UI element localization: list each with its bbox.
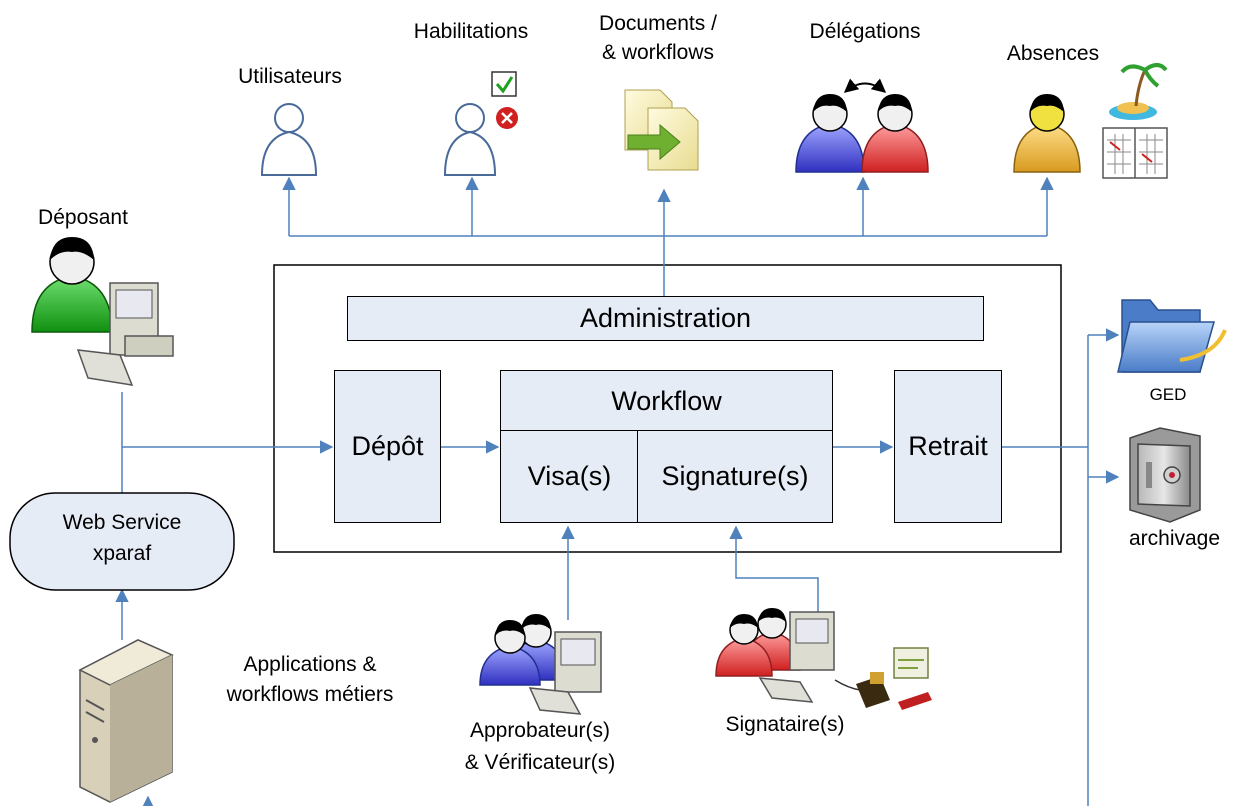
folder-icon xyxy=(1117,299,1227,373)
signatures-label: Signature(s) xyxy=(661,461,809,491)
label-approbateur-line2: & Vérificateur(s) xyxy=(464,751,616,774)
visas-label: Visa(s) xyxy=(527,461,612,491)
label-utilisateurs: Utilisateurs xyxy=(238,65,342,88)
documents-icon xyxy=(624,89,699,171)
administration-label: Administration xyxy=(579,303,752,333)
label-documents-line1: Documents / xyxy=(599,12,717,35)
label-absences: Absences xyxy=(1006,42,1100,65)
label-signataire: Signataire(s) xyxy=(725,713,845,736)
absence-icon xyxy=(1013,63,1168,179)
safe-icon xyxy=(1129,427,1201,523)
user-outline-icon xyxy=(260,103,318,176)
visas-box: Visa(s) xyxy=(500,430,639,523)
label-delegations: Délégations xyxy=(809,20,921,43)
signer-computer-icon xyxy=(715,608,932,710)
signatures-box: Signature(s) xyxy=(637,430,833,523)
workflow-box: Workflow xyxy=(500,370,833,432)
web-service-line1: Web Service xyxy=(62,511,182,534)
permission-user-icon xyxy=(443,71,518,176)
label-archivage: archivage xyxy=(1128,527,1221,550)
depositor-computer-icon xyxy=(31,237,174,386)
label-applications-line1: Applications & xyxy=(243,653,377,676)
depot-label: Dépôt xyxy=(351,431,424,461)
web-service-box xyxy=(9,492,235,591)
label-approbateur-line1: Approbateur(s) xyxy=(469,719,611,742)
label-ged: GED xyxy=(1149,385,1187,404)
retrait-label: Retrait xyxy=(908,431,988,461)
delegation-icon xyxy=(795,78,929,173)
label-applications-line2: workflows métiers xyxy=(226,683,394,706)
label-deposant: Déposant xyxy=(38,206,128,229)
administration-box: Administration xyxy=(347,296,984,341)
approver-computer-icon xyxy=(479,614,602,715)
depot-box: Dépôt xyxy=(334,370,441,523)
label-habilitations: Habilitations xyxy=(413,20,529,43)
retrait-box: Retrait xyxy=(894,370,1002,523)
left-connectors xyxy=(115,392,894,806)
server-icon xyxy=(78,639,174,803)
workflow-label: Workflow xyxy=(611,385,722,416)
bottom-connectors xyxy=(561,525,819,620)
right-connectors xyxy=(1002,328,1120,806)
label-documents-line2: & workflows xyxy=(601,41,715,64)
web-service-line2: xparaf xyxy=(92,542,152,565)
admin-connectors xyxy=(282,176,1054,296)
